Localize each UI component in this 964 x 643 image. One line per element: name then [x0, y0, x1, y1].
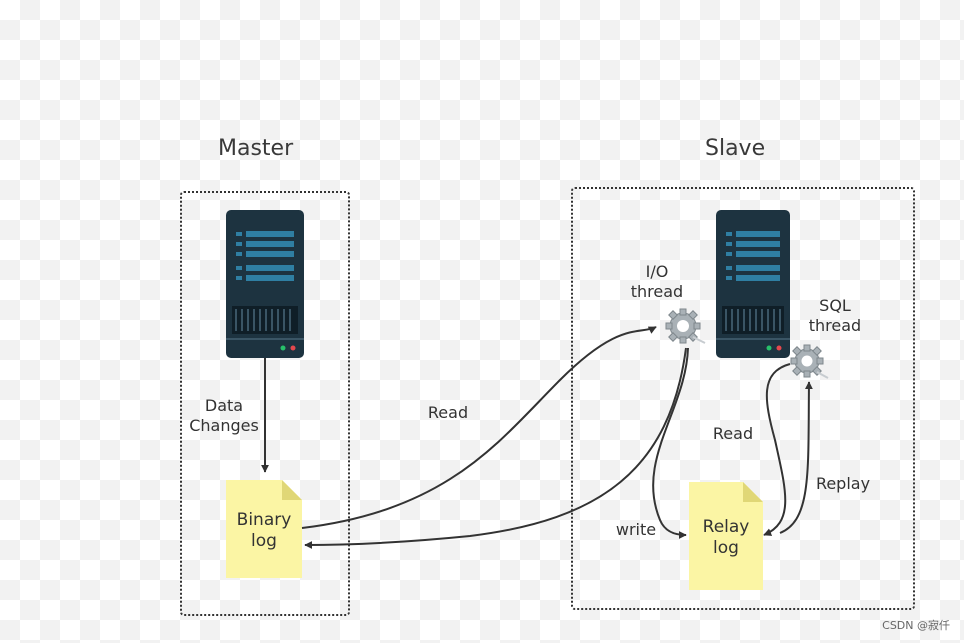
io-thread-line-1: I/O [645, 262, 669, 281]
io-thread-gear-icon [665, 308, 706, 344]
sql-thread-line-1: SQL [819, 296, 851, 315]
sql-thread-gear-icon [790, 344, 829, 379]
binary-log-label: Binary log [226, 510, 302, 552]
master-title: Master [218, 136, 294, 161]
relay-log-document-icon [689, 482, 763, 590]
read-relay-label: Read [712, 424, 754, 443]
io-thread-write-relay-arrow [652, 347, 689, 539]
relay-log-line-1: Relay [702, 517, 750, 537]
binary-log-document-icon [226, 480, 302, 578]
data-changes-label: Data Changes [186, 396, 262, 436]
sql-thread-line-2: thread [808, 316, 862, 335]
master-box [180, 191, 350, 616]
read-binlog-label: Read [427, 403, 469, 422]
watermark: CSDN @寂仟 [882, 619, 950, 632]
io-thread-to-binlog-arrow [304, 347, 687, 549]
replay-arrow [779, 381, 813, 534]
sql-thread-read-relay-arrow [763, 363, 791, 536]
slave-server-icon [716, 210, 790, 358]
slave-box [571, 187, 915, 610]
binary-log-line-2: log [251, 531, 277, 551]
binary-log-line-1: Binary [236, 510, 292, 530]
relay-log-line-2: log [713, 538, 739, 558]
io-thread-line-2: thread [630, 282, 684, 301]
write-label: write [615, 520, 657, 539]
binlog-to-io-thread-arrow [301, 326, 657, 529]
data-changes-line-1: Data [204, 396, 244, 415]
relay-log-label: Relay log [689, 517, 763, 559]
master-server-icon [226, 210, 304, 358]
slave-title: Slave [705, 136, 766, 161]
io-thread-label: I/O thread [622, 262, 692, 302]
replay-label: Replay [815, 474, 871, 493]
sql-thread-label: SQL thread [800, 296, 870, 336]
data-changes-line-2: Changes [189, 416, 259, 435]
